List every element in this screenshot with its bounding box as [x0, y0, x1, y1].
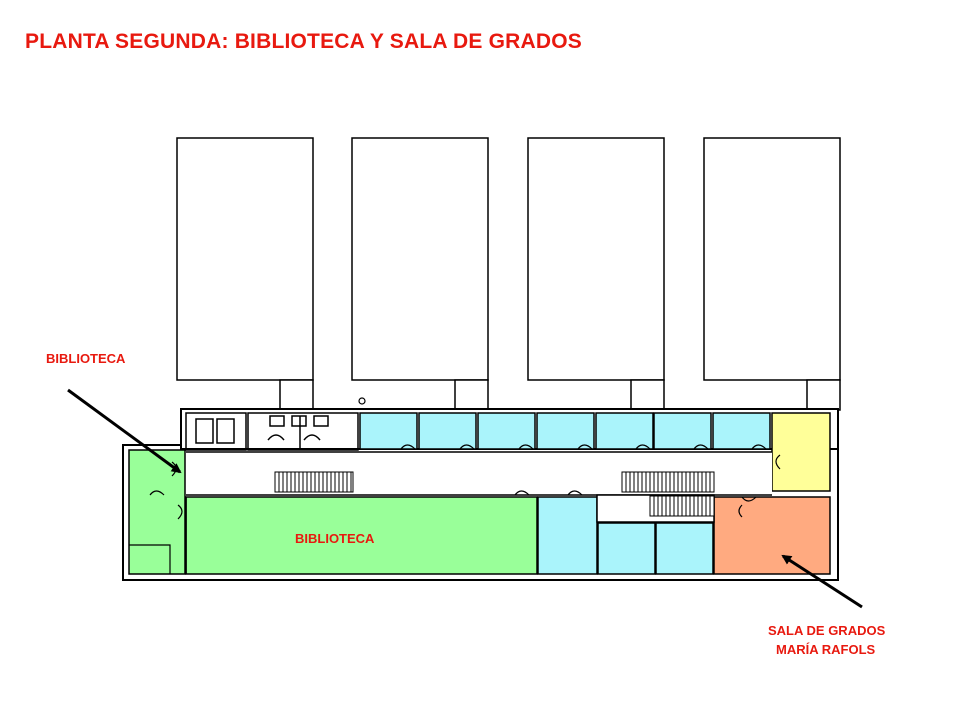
yellow-room [771, 412, 831, 492]
page-title: PLANTA SEGUNDA: BIBLIOTECA Y SALA DE GRA… [25, 30, 582, 53]
biblioteca-pointer-arrow [67, 388, 182, 474]
biblioteca-pointer-label: BIBLIOTECA [46, 351, 126, 366]
sala-pointer-arrow [781, 554, 863, 609]
upper-block-1 [176, 137, 314, 381]
upper-block-4 [703, 137, 841, 381]
sala-de-grados-label: SALA DE GRADOS [768, 623, 886, 638]
sala-de-grados-room [713, 496, 831, 575]
sala-name-label: MARÍA RAFOLS [776, 642, 876, 657]
upper-block-3 [527, 137, 665, 381]
biblioteca-room-label: BIBLIOTECA [295, 531, 375, 546]
upper-block-2 [351, 137, 489, 381]
